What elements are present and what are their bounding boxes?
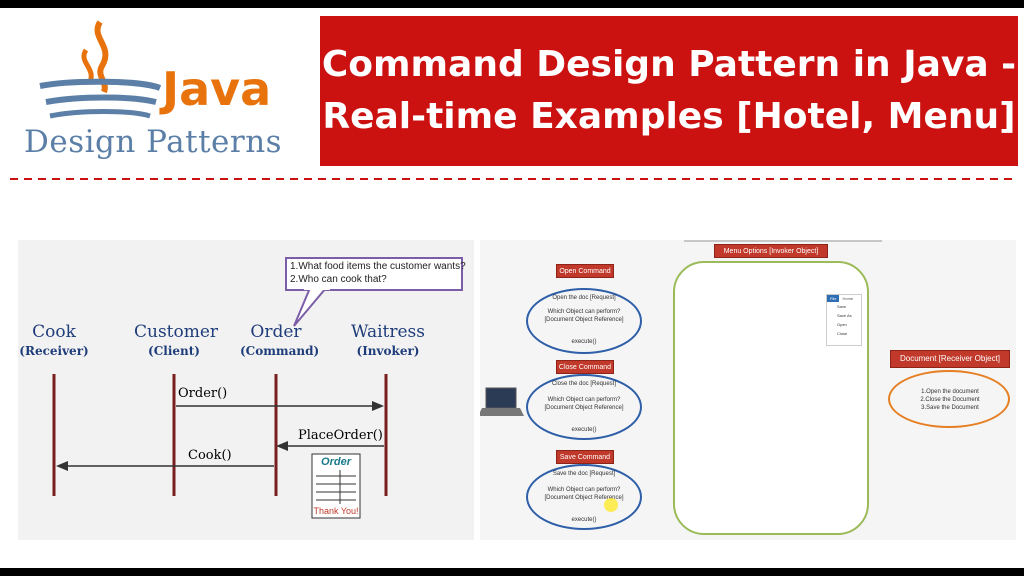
open-command-question: Which Object can perform? [Document Obje… (544, 309, 624, 323)
dashed-divider (10, 178, 1014, 180)
message-cook: Cook() (188, 448, 232, 463)
menu-tab-file: File (827, 295, 840, 302)
save-command-method: execute() (571, 517, 597, 523)
hotel-sequence-diagram: 1.What food items the customer wants? 2.… (18, 240, 474, 540)
save-command-question: Which Object can perform? [Document Obje… (544, 487, 624, 501)
close-command-request: Close the doc [Request] (551, 381, 617, 387)
file-menu-mock: File Home Save Save As Open Close (826, 294, 862, 346)
receiver-line-2: 2.Close the Document (920, 397, 980, 403)
top-letterbox-bar (0, 0, 1024, 8)
message-order: Order() (178, 386, 228, 401)
close-command-method: execute() (571, 427, 597, 433)
menu-command-diagram: Open Command Open the doc [Request] Whic… (480, 240, 1016, 540)
sequence-lines (52, 257, 463, 519)
title-line-1: Command Design Pattern in Java - (321, 44, 1017, 85)
open-command-oval (526, 288, 642, 354)
open-command-method: execute() (571, 339, 597, 345)
note-box: 1.What food items the customer wants? 2.… (290, 260, 466, 286)
laptop-icon (484, 386, 526, 418)
save-command-label: Save Command (556, 450, 614, 464)
actor-cook-role: (Receiver) (19, 344, 89, 358)
open-command-label: Open Command (556, 264, 614, 278)
save-command-oval (526, 464, 642, 530)
actor-waitress-role: (Invoker) (356, 344, 420, 358)
menu-diagram-shapes (480, 240, 882, 535)
note-line-1: 1.What food items the customer wants? (290, 261, 466, 272)
actor-order-role: (Command) (240, 344, 320, 358)
title-banner: Command Design Pattern in Java - Real-ti… (318, 14, 1020, 168)
order-card-title: Order (321, 456, 351, 468)
cursor-highlight (604, 498, 618, 512)
open-command-request: Open the doc [Request] (552, 295, 616, 301)
receiver-line-1: 1.Open the document (921, 389, 979, 395)
actor-waitress-name: Waitress (350, 322, 426, 342)
logo-java-text: Java (162, 62, 272, 116)
menu-item-open: Open (837, 322, 847, 327)
menu-item-close: Close (837, 331, 848, 336)
invoker-label: Menu Options [Invoker Object] (714, 244, 828, 258)
receiver-label: Document [Receiver Object] (890, 350, 1010, 368)
title-line-2: Real-time Examples [Hotel, Menu] (322, 96, 1016, 137)
close-command-oval (526, 374, 642, 440)
note-line-2: 2.Who can cook that? (290, 274, 387, 285)
menu-item-save-as: Save As (837, 313, 852, 318)
order-card-footer: Thank You! (313, 506, 359, 516)
bottom-letterbox-bar (0, 568, 1024, 576)
menu-item-save: Save (837, 304, 847, 309)
actor-order-name: Order (250, 322, 302, 342)
close-command-question: Which Object can perform? [Document Obje… (544, 397, 624, 411)
logo-subtitle: Design Patterns (24, 124, 283, 160)
receiver-line-3: 3.Save the Document (921, 405, 979, 411)
actor-cook-name: Cook (32, 322, 76, 342)
message-place-order: PlaceOrder() (298, 428, 383, 443)
close-command-label: Close Command (556, 360, 614, 374)
actor-customer-name: Customer (134, 322, 219, 342)
save-command-request: Save the doc [Request] (552, 471, 616, 477)
coffee-cup-icon (39, 20, 162, 119)
menu-tab-home: Home (842, 296, 854, 301)
java-design-patterns-logo (10, 10, 310, 170)
actor-customer-role: (Client) (148, 344, 200, 358)
receiver-oval (888, 370, 1010, 428)
